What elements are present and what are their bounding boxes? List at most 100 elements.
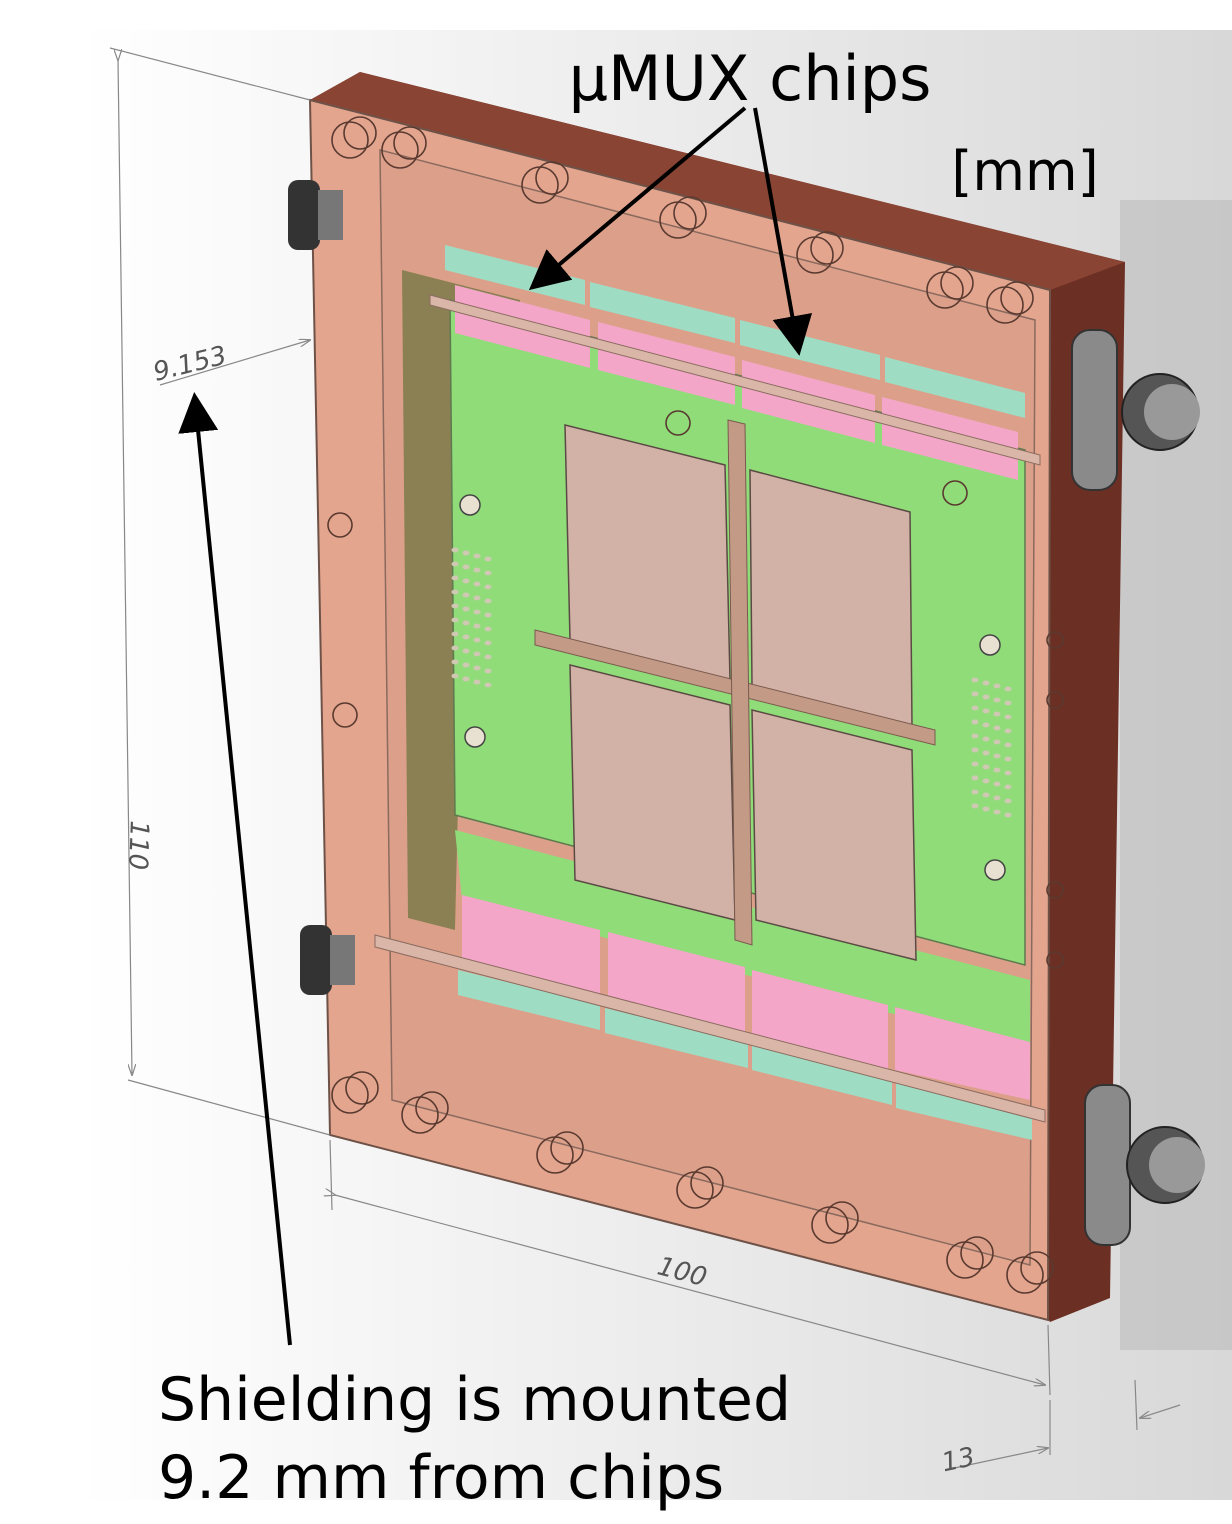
chips-arrow-left: [528, 106, 747, 291]
contact-pad: [982, 750, 990, 756]
contact-pad: [1004, 784, 1012, 790]
contact-pad: [982, 680, 990, 686]
contact-pad: [982, 792, 990, 798]
contact-pad: [993, 795, 1001, 801]
contact-pad: [462, 592, 470, 598]
contact-pad: [473, 679, 481, 685]
sma-connector-right-top: [1071, 329, 1200, 491]
contact-pad: [971, 775, 979, 781]
contact-pad: [451, 589, 459, 595]
housing-top-edge: [310, 72, 1125, 290]
contact-pad: [484, 640, 492, 646]
bottom-chip-rail: [374, 934, 1046, 1123]
sma-connector-left-bottom: [300, 925, 355, 995]
detector-tile-2: [749, 469, 913, 726]
bottom-chip-row-pink: [462, 895, 1030, 1100]
contact-pad: [971, 789, 979, 795]
contact-pad: [451, 673, 459, 679]
contact-pad: [1004, 756, 1012, 762]
dimension-width: [330, 1139, 1051, 1396]
contact-pad: [473, 567, 481, 573]
contact-pad: [484, 584, 492, 590]
contact-pad: [982, 708, 990, 714]
contact-pad: [462, 606, 470, 612]
bottom-chip-row-teal: [458, 970, 1032, 1140]
units-label: [mm]: [951, 140, 1098, 203]
contact-pad: [993, 809, 1001, 815]
contact-pad: [971, 719, 979, 725]
contact-pad: [451, 645, 459, 651]
contact-pad: [462, 578, 470, 584]
detector-tile-4: [751, 709, 917, 961]
contact-pad-array-right: [971, 677, 1012, 818]
chips-label: μMUX chips: [569, 42, 932, 115]
top-chip-rail: [429, 294, 1041, 466]
contact-pad: [1004, 742, 1012, 748]
contact-pad: [462, 676, 470, 682]
contact-pad: [971, 761, 979, 767]
contact-pad: [484, 626, 492, 632]
contact-pad: [993, 683, 1001, 689]
contact-pad: [473, 609, 481, 615]
dimension-depth: [944, 1379, 1181, 1471]
shielding-label-line1: Shielding is mounted: [158, 1365, 791, 1435]
contact-pad: [1004, 700, 1012, 706]
detector-tile-1: [564, 424, 731, 681]
contact-pad: [462, 648, 470, 654]
contact-pad: [982, 736, 990, 742]
dimension-depth-label: 13: [939, 1442, 978, 1478]
contact-pad: [1004, 686, 1012, 692]
contact-pad: [484, 654, 492, 660]
contact-pad: [473, 665, 481, 671]
contact-pad: [1004, 770, 1012, 776]
contact-pad: [1004, 714, 1012, 720]
chips-arrow-right: [753, 107, 813, 356]
contact-pad: [473, 595, 481, 601]
dimension-height: [109, 47, 331, 1136]
contact-pad: [451, 547, 459, 553]
contact-pad: [473, 553, 481, 559]
contact-pad: [462, 550, 470, 556]
contact-pad: [993, 725, 1001, 731]
contact-pad: [993, 781, 1001, 787]
contact-pad: [971, 733, 979, 739]
contact-pad: [451, 603, 459, 609]
contact-pad: [484, 668, 492, 674]
contact-pad: [971, 803, 979, 809]
contact-pad: [451, 617, 459, 623]
contact-pad: [462, 564, 470, 570]
contact-pad: [484, 556, 492, 562]
contact-pad: [462, 620, 470, 626]
connector-pins-right: [979, 634, 1006, 881]
contact-pad: [484, 570, 492, 576]
sma-connector-right-bottom: [1084, 1084, 1205, 1246]
contact-pad: [451, 631, 459, 637]
contact-pad: [993, 767, 1001, 773]
contact-pad: [982, 778, 990, 784]
contact-pad: [484, 682, 492, 688]
contact-pad: [462, 662, 470, 668]
contact-pad: [982, 694, 990, 700]
contact-pad: [451, 561, 459, 567]
contact-pad: [993, 711, 1001, 717]
contact-pad: [982, 722, 990, 728]
contact-pad: [484, 598, 492, 604]
contact-pad: [1004, 798, 1012, 804]
contact-pad: [971, 691, 979, 697]
sma-connector-left-top: [288, 180, 343, 250]
detector-tile-3: [569, 664, 736, 921]
shielding-arrow: [178, 392, 292, 1346]
contact-pad: [982, 764, 990, 770]
contact-pad: [971, 677, 979, 683]
contact-pad: [982, 806, 990, 812]
cross-bar-vertical: [727, 419, 753, 946]
dimension-shield-offset: [159, 340, 310, 386]
dimension-height-label: 110: [122, 820, 154, 871]
contact-pad: [473, 623, 481, 629]
contact-pad: [993, 753, 1001, 759]
contact-pad: [451, 659, 459, 665]
contact-pad: [993, 697, 1001, 703]
contact-pad: [473, 651, 481, 657]
contact-pad: [451, 575, 459, 581]
